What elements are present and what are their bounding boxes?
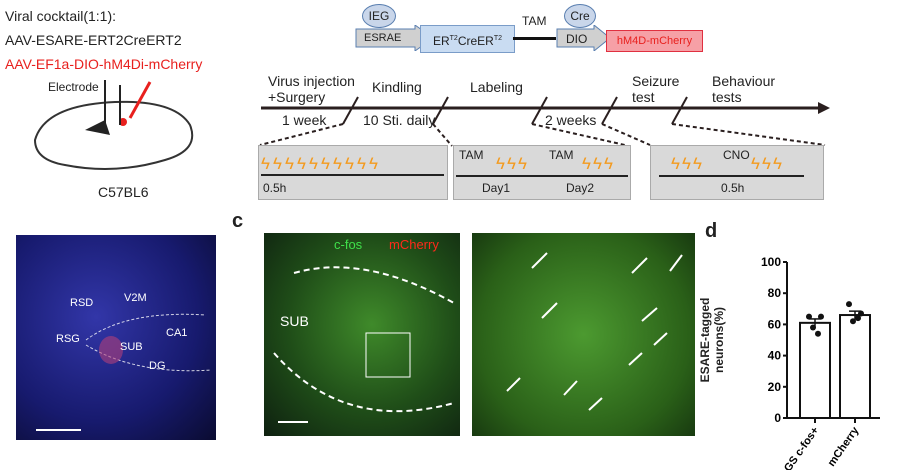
kindling-detail-box: ϟϟϟϟϟϟϟϟϟϟ 0.5h (258, 145, 448, 200)
timeline-axis (259, 96, 830, 147)
data-point (850, 318, 856, 325)
ert2cre-box: ERT2CreERT2 (420, 25, 515, 53)
ieg-label: IEG (362, 4, 396, 28)
y-tick-label: 40 (768, 349, 782, 363)
labeling-detail-box: TAM TAM ϟϟϟ ϟϟϟ Day1 Day2 (453, 145, 631, 200)
dio-label: DIO (566, 32, 588, 46)
y-tick-label: 0 (774, 411, 781, 425)
bar (799, 321, 831, 419)
zoomed-cell-image (472, 233, 695, 436)
data-point (806, 313, 812, 320)
region-rsd: RSD (70, 297, 94, 309)
cre-label: Cre (564, 4, 596, 28)
y-tick-label: 80 (768, 286, 782, 300)
stimulation-bolt-icons: ϟϟϟϟϟϟϟϟϟϟ (261, 154, 381, 173)
data-point (846, 301, 852, 308)
data-point (818, 313, 824, 320)
cocktail-label: Viral cocktail(1:1): (5, 8, 117, 24)
sub-label: SUB (280, 313, 309, 329)
region-dg: DG (149, 360, 166, 372)
cfos-mcherry-image: c-fos mCherry SUB (264, 233, 460, 436)
x-tick-label: GS c-fos+ (782, 425, 821, 470)
region-rsg: RSG (56, 333, 80, 345)
interval-2-weeks: 2 weeks (545, 112, 597, 128)
linker (513, 37, 556, 40)
interval-1-week: 1 week (282, 112, 327, 128)
electrode-label: Electrode (48, 80, 99, 94)
cno-label: CNO (723, 148, 750, 162)
bar-chart: 0 20 40 60 80 100 GS c-fos+mCherry (761, 255, 880, 470)
mcherry-label: mCherry (389, 237, 439, 252)
payload-box: hM4D-mCherry (606, 30, 703, 52)
x-tick-label: mCherry (826, 424, 862, 469)
bar (839, 314, 871, 419)
tam2-label: TAM (549, 148, 574, 162)
data-point (810, 324, 816, 331)
tam1-label: TAM (459, 148, 484, 162)
y-tick-label: 100 (761, 255, 781, 269)
panel-d-label: d (705, 220, 718, 242)
stage-virus-injection: Virus injection +Surgery (268, 73, 355, 105)
stage-labeling: Labeling (470, 79, 523, 95)
arrow-icons (506, 252, 683, 411)
stage-kindling: Kindling (372, 79, 422, 95)
box3-time: 0.5h (721, 181, 745, 195)
y-tick-label: 60 (768, 317, 782, 331)
box1-time: 0.5h (263, 181, 287, 195)
data-point (855, 315, 861, 322)
dapi-brain-image: RSD V2M RSG SUB CA1 DG (16, 235, 216, 440)
bolt-icons-pre: ϟϟϟ (671, 154, 704, 173)
region-ca1: CA1 (166, 327, 188, 339)
y-tick-label: 20 (768, 380, 782, 394)
data-point (858, 310, 864, 317)
cfos-label: c-fos (334, 237, 363, 252)
strain-label: C57BL6 (98, 184, 149, 200)
panel-c-label: c (232, 210, 244, 232)
day2-label: Day2 (566, 181, 595, 195)
bolt-icons-post: ϟϟϟ (751, 154, 784, 173)
tam-label: TAM (522, 14, 547, 28)
bolt-icons-day1: ϟϟϟ (496, 154, 529, 173)
dio-arrow (556, 25, 611, 51)
test-detail-box: ϟϟϟ CNO ϟϟϟ 0.5h (650, 145, 824, 200)
virus2-label: AAV-EF1a-DIO-hM4Di-mCherry (5, 56, 203, 72)
data-point (815, 330, 821, 337)
bolt-icons-day2: ϟϟϟ (582, 154, 615, 173)
region-sub: SUB (120, 341, 143, 353)
y-axis-label: ESARE-tagged neurons(%) (698, 297, 726, 383)
stage-seizure-test: Seizure test (632, 73, 680, 105)
interval-10-sti: 10 Sti. daily (363, 112, 436, 128)
region-v2m: V2M (124, 292, 147, 304)
esrae-label: ESRAE (364, 32, 402, 44)
stage-behaviour-tests: Behaviour tests (712, 73, 776, 105)
day1-label: Day1 (482, 181, 511, 195)
virus1-label: AAV-ESARE-ERT2CreERT2 (5, 32, 182, 48)
mouse-brain-schematic (33, 80, 194, 170)
